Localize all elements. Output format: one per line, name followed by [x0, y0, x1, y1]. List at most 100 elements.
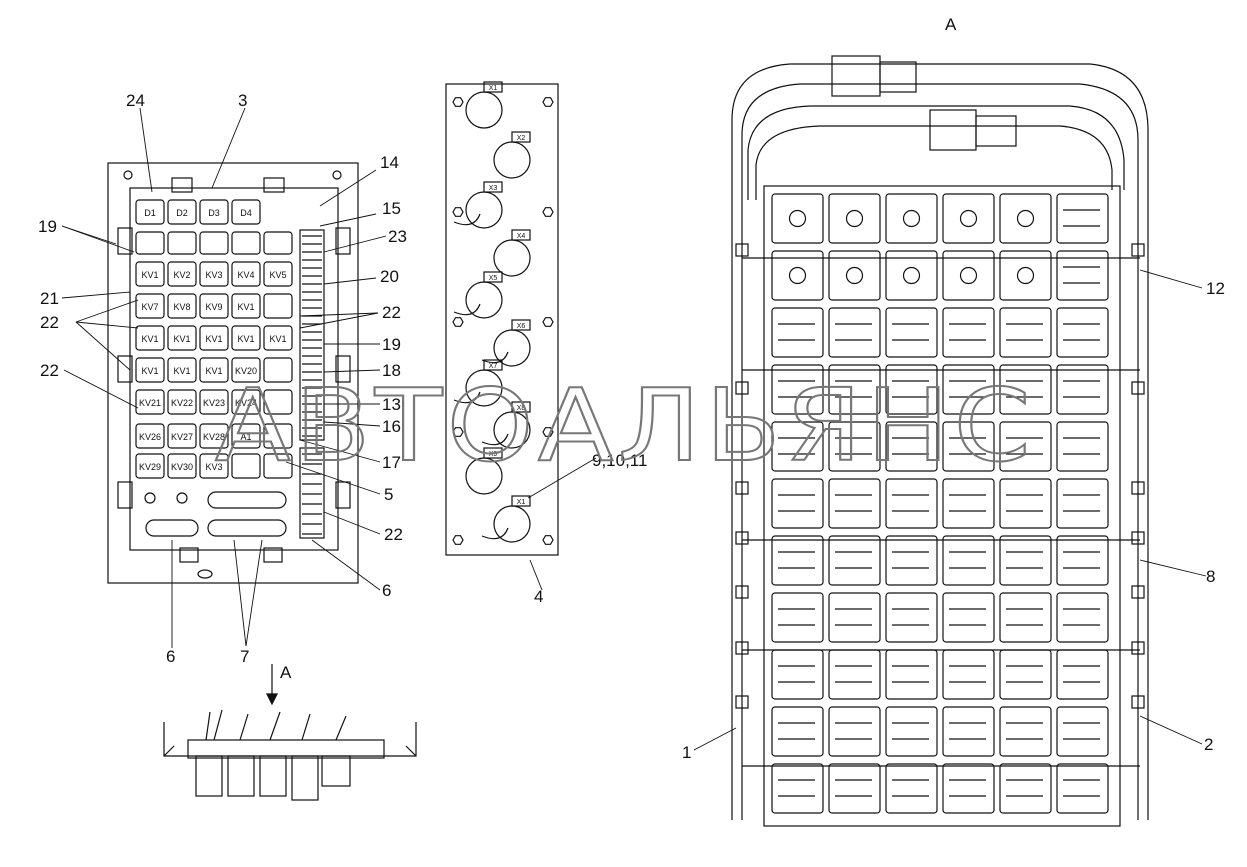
relay-cell [199, 293, 229, 319]
bus-bar [145, 519, 199, 537]
relay-cell [135, 261, 165, 287]
panel-bolt [452, 317, 464, 327]
relay-label: KV1 [237, 334, 254, 344]
relay-cell [231, 357, 261, 383]
socket-cell [771, 706, 824, 757]
connector-tag [511, 319, 531, 331]
cable-clip [1131, 641, 1145, 655]
relay-cell [167, 453, 197, 479]
cable-clip [1131, 585, 1145, 599]
socket-cell [999, 421, 1052, 472]
callout-13: 13 [382, 395, 401, 414]
relay-socket-round [902, 209, 921, 228]
callout-8: 8 [1206, 567, 1215, 586]
relay-cell [263, 261, 293, 287]
side-view-relay [321, 755, 351, 787]
socket-cell [942, 763, 995, 814]
socket-cell [828, 649, 881, 700]
relay-label: KV1 [237, 302, 254, 312]
fuse-label: D3 [208, 208, 220, 218]
socket-cell [885, 421, 938, 472]
cable-clip [735, 531, 749, 545]
relay-cell [199, 357, 229, 383]
fuse-cell [231, 199, 261, 225]
relay-socket-round [959, 266, 978, 285]
view-arrow-label: A [280, 663, 292, 682]
socket-cell [999, 706, 1052, 757]
callout-22: 22 [40, 361, 59, 380]
socket-cell [942, 592, 995, 643]
fuse-row-d [135, 199, 261, 225]
harness-loop-2 [747, 105, 1125, 200]
relay-label: KV7 [141, 302, 158, 312]
connector-cable [453, 213, 481, 226]
terminal-cell [167, 231, 197, 255]
side-tab [117, 355, 133, 383]
fuse-label: D4 [240, 208, 252, 218]
connector-socket [493, 239, 531, 277]
panel-bolt [452, 97, 464, 107]
relay-label: KV3 [205, 270, 222, 280]
relay-cell [167, 293, 197, 319]
connector-label: X3 [489, 185, 498, 192]
board-outline [107, 162, 359, 584]
side-view-relay [195, 755, 223, 797]
socket-cell [885, 307, 938, 358]
connector-socket [493, 505, 531, 543]
connector-socket [465, 191, 503, 229]
board-inner-plate [129, 187, 339, 551]
block-frame [763, 185, 1121, 827]
top-tab [171, 177, 193, 193]
panel-bolt [542, 427, 554, 437]
connector-socket [465, 281, 503, 319]
side-tab [117, 481, 133, 509]
relay-cell [167, 261, 197, 287]
harness-connector [879, 61, 917, 93]
callout-20: 20 [380, 267, 399, 286]
callout-24: 24 [126, 91, 145, 110]
mount-hole [332, 170, 342, 180]
socket-cell [942, 649, 995, 700]
socket-cell [885, 193, 938, 244]
socket-cell [1056, 193, 1109, 244]
connector-panel [445, 81, 559, 556]
relay-label: KV26 [139, 432, 161, 442]
socket-cell [771, 592, 824, 643]
socket-cell [942, 706, 995, 757]
callout-4: 4 [534, 587, 543, 606]
socket-cell [885, 364, 938, 415]
socket-cell [1056, 307, 1109, 358]
socket-cell [885, 478, 938, 529]
terminal-stud [144, 492, 156, 504]
side-tab [335, 481, 351, 509]
relay-cell [199, 389, 229, 415]
relay-cell [231, 325, 261, 351]
relay-cell [167, 389, 197, 415]
socket-cell [999, 250, 1052, 301]
socket-cell [942, 364, 995, 415]
relay-rows [135, 231, 322, 535]
mount-hole [123, 170, 133, 180]
relay-label: KV4 [237, 270, 254, 280]
socket-cell [771, 364, 824, 415]
socket-cell [942, 193, 995, 244]
relay-label: A1 [240, 432, 251, 442]
relay-label: KV24 [235, 398, 257, 408]
socket-cell [999, 592, 1052, 643]
fuse-strip [299, 229, 325, 441]
side-view-a [163, 664, 417, 801]
relay-cell [231, 389, 261, 415]
relay-cell [263, 453, 293, 479]
panel-bolt [542, 535, 554, 545]
callout-23: 23 [388, 227, 407, 246]
relay-cell [263, 293, 293, 319]
socket-cell [828, 250, 881, 301]
connector-cable [453, 391, 481, 404]
socket-cell [771, 649, 824, 700]
socket-cell [771, 535, 824, 586]
panel-bolt [452, 207, 464, 217]
callout-6: 6 [166, 647, 175, 666]
socket-cell [828, 478, 881, 529]
cable-clip [735, 381, 749, 395]
